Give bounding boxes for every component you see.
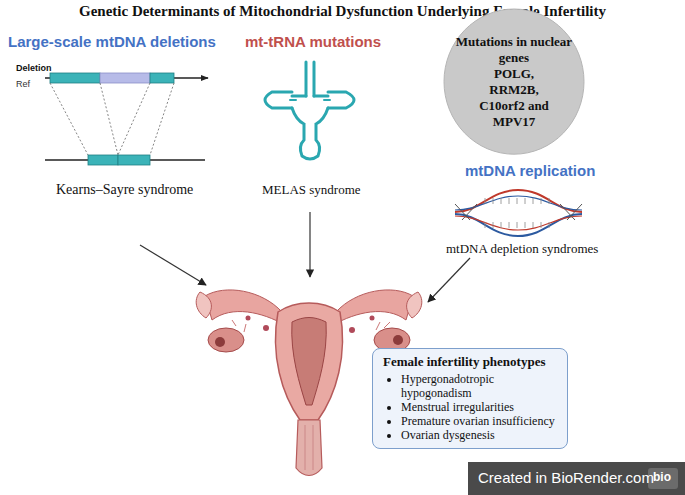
dna-rung — [509, 198, 510, 204]
pointer-arrow — [140, 212, 470, 302]
list-item: Menstrual irregularities — [401, 400, 559, 414]
list-item: Hypergonadotropic hypogonadism — [401, 372, 559, 400]
list-item: Premature ovarian insufficiency — [401, 414, 559, 428]
dna-rung — [493, 222, 494, 228]
title: Genetic Determinants of Mitochondrial Dy… — [0, 3, 685, 20]
dna-rung — [509, 222, 510, 228]
dna-rung — [485, 198, 486, 204]
dna-rung — [541, 198, 542, 204]
circle-shape — [444, 9, 584, 154]
dna-rung — [485, 222, 486, 228]
deletion-diagram — [45, 73, 208, 165]
dna-rung — [525, 222, 526, 228]
dna-replication-loop — [455, 190, 582, 236]
trna-symbol — [265, 62, 354, 159]
dna-rung — [533, 222, 534, 228]
node-heading: Female infertility phenotypes — [383, 354, 559, 370]
syndrome-label: Kearns–Sayre syndrome — [56, 182, 193, 198]
section-heading: Large-scale mtDNA deletions — [8, 33, 216, 50]
gene-circle: Mutations in nuclear genesPOLG, RRM2B, C… — [443, 8, 585, 155]
diagram-label: Ref — [16, 79, 30, 89]
section-heading: mt-tRNA mutations — [245, 33, 381, 50]
dna-rung — [525, 198, 526, 204]
section-heading: mtDNA replication — [465, 162, 595, 179]
node-heading: Mutations in nuclear genes — [449, 34, 579, 66]
dna-rung — [517, 222, 518, 228]
dna-rung — [533, 198, 534, 204]
dna-rung — [501, 222, 502, 228]
gene-list: POLG, RRM2B, C10orf2 and MPV17 — [479, 66, 549, 130]
dna-rung — [517, 198, 518, 204]
watermark-text: Created in BioRender.com — [478, 469, 654, 486]
dna-rung — [493, 198, 494, 204]
watermark-bar — [468, 462, 685, 495]
dna-rung — [549, 222, 550, 228]
phenotype-list: Hypergonadotropic hypogonadismMenstrual … — [383, 372, 559, 442]
watermark-logo: bio — [653, 470, 671, 484]
list-item: Ovarian dysgenesis — [401, 428, 559, 442]
dna-rung — [549, 198, 550, 204]
syndrome-label: mtDNA depletion syndromes — [446, 241, 598, 257]
dna-rung — [541, 222, 542, 228]
phenotype-box: Female infertility phenotypesHypergonado… — [372, 348, 568, 449]
syndrome-label: MELAS syndrome — [262, 182, 361, 198]
diagram-label: Deletion — [16, 63, 52, 73]
dna-rung — [501, 198, 502, 204]
